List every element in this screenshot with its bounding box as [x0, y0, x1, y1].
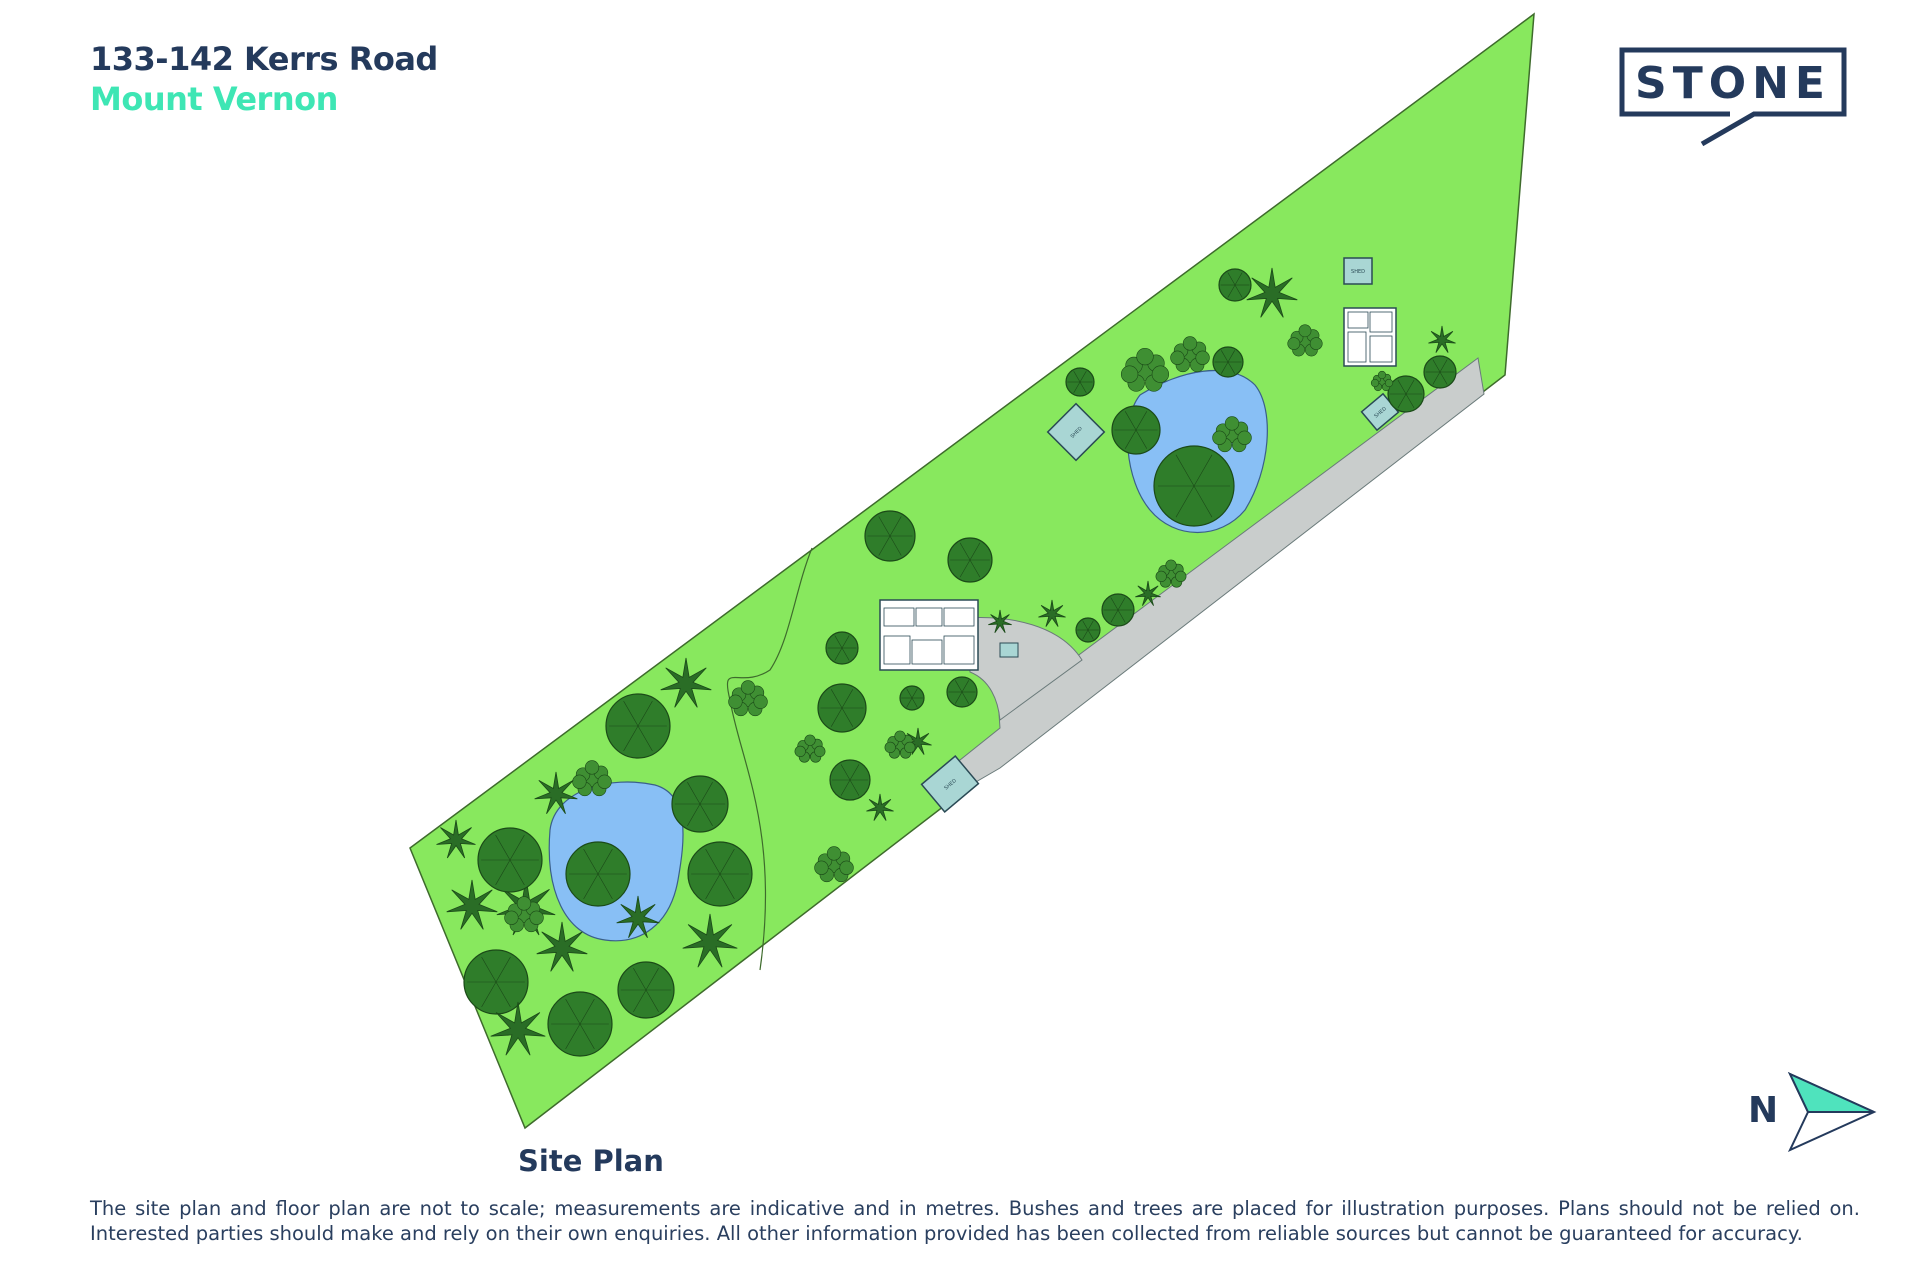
secondary-dwelling: [1343, 307, 1397, 367]
logo-text: STONE: [1635, 58, 1831, 109]
shrub-icon: [1212, 416, 1252, 453]
tree-icon: [1218, 268, 1252, 302]
tree-icon: [864, 510, 916, 562]
tree-icon: [687, 841, 753, 907]
palm-tree-icon: [446, 879, 498, 930]
shrub-icon: [884, 730, 916, 759]
shed-mid: SHED: [1046, 402, 1106, 462]
palm-tree-icon: [1135, 580, 1161, 606]
shrub-icon: [1287, 324, 1323, 357]
palm-tree-icon: [1428, 325, 1456, 353]
tree-icon: [1065, 367, 1095, 397]
tree-icon: [1153, 445, 1235, 527]
palm-tree-icon: [1038, 599, 1066, 627]
palm-tree-icon: [490, 1001, 546, 1056]
shrub-icon: [1155, 559, 1187, 588]
tree-icon: [547, 991, 613, 1057]
tree-icon: [617, 961, 675, 1019]
north-label: N: [1748, 1090, 1779, 1131]
tree-icon: [825, 631, 859, 665]
stone-logo: STONE: [1619, 47, 1847, 147]
palm-tree-icon: [1246, 267, 1298, 318]
tree-icon: [565, 841, 631, 907]
tree-icon: [946, 676, 978, 708]
palm-tree-icon: [660, 657, 712, 708]
north-arrow-icon: [1787, 1072, 1877, 1152]
tree-icon: [605, 693, 671, 759]
north-indicator: N: [1748, 1072, 1878, 1152]
tree-icon: [1101, 593, 1135, 627]
shrub-icon: [572, 760, 612, 797]
tree-icon: [671, 775, 729, 833]
palm-tree-icon: [866, 793, 894, 821]
garden-path: [726, 547, 813, 971]
tree-icon: [1423, 355, 1457, 389]
shrub-icon: [794, 734, 826, 763]
palm-tree-icon: [682, 913, 738, 968]
shrub-icon: [1170, 336, 1210, 373]
trees: [436, 267, 1457, 1057]
shrub-icon: [1120, 347, 1170, 392]
tree-icon: [1212, 346, 1244, 378]
tree-icon: [477, 827, 543, 893]
palm-tree-icon: [534, 771, 578, 815]
shed-top: SHED: [1343, 257, 1373, 285]
palm-tree-icon: [616, 895, 660, 939]
shrub-icon: [1370, 370, 1394, 392]
tree-icon: [829, 759, 871, 801]
tree-icon: [1111, 405, 1161, 455]
svg-text:SHED: SHED: [1351, 269, 1365, 275]
tree-icon: [1075, 617, 1101, 643]
disclaimer-text: The site plan and floor plan are not to …: [90, 1197, 1860, 1245]
tree-icon: [463, 949, 529, 1015]
address-line: 133-142 Kerrs Road: [90, 40, 438, 78]
header: 133-142 Kerrs Road Mount Vernon: [90, 40, 438, 118]
tree-icon: [1387, 375, 1425, 413]
palm-tree-icon: [536, 921, 588, 972]
shrub-icon: [814, 846, 854, 883]
shed-driveway: SHED: [920, 755, 980, 813]
shrub-icon: [728, 680, 768, 717]
shrub-icon: [504, 896, 544, 933]
site-plan-title: Site Plan: [518, 1144, 664, 1178]
palm-tree-icon: [436, 819, 476, 859]
tree-icon: [899, 685, 925, 711]
main-house: [879, 599, 1019, 671]
suburb-line: Mount Vernon: [90, 80, 338, 118]
tree-icon: [817, 683, 867, 733]
tree-icon: [947, 537, 993, 583]
palm-tree-icon: [988, 609, 1012, 634]
